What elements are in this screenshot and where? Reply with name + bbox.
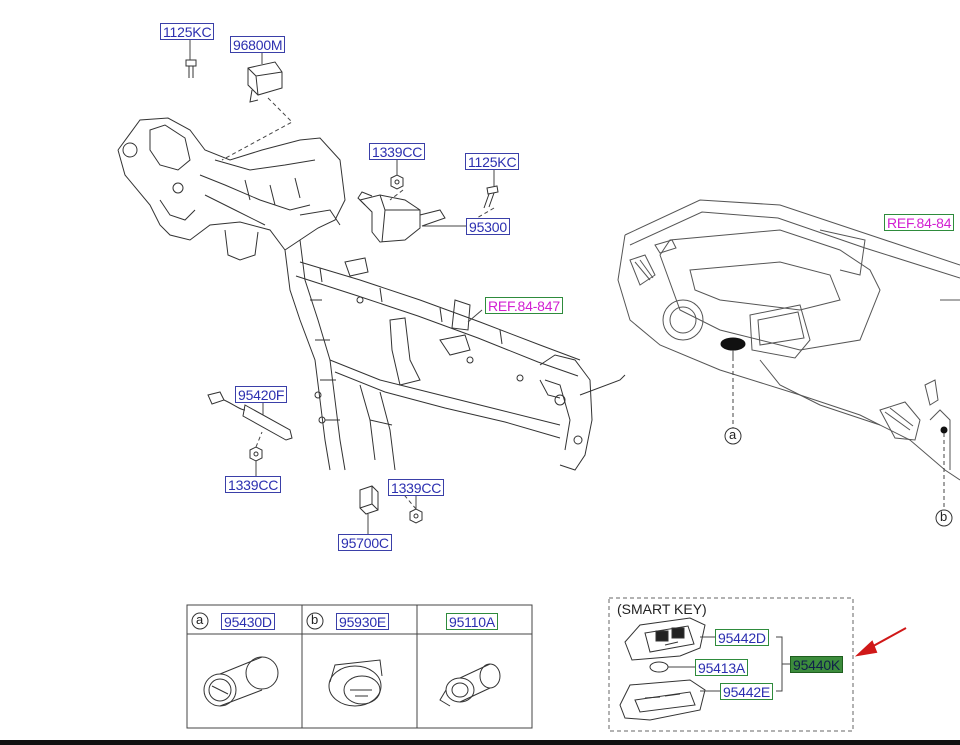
dashboard-illustration (617, 199, 960, 481)
switch-location (940, 426, 948, 434)
label-1339cc-upper: 1339CC (369, 143, 426, 160)
bolt-1125kc-top (185, 59, 197, 78)
callout-a-letter: a (729, 427, 737, 442)
nut-1339cc-left (249, 446, 263, 462)
table-key-b-circle (306, 612, 324, 630)
callout-lines (732, 350, 945, 510)
leader-lines (189, 40, 495, 534)
label-1339cc-lower: 1339CC (388, 479, 445, 496)
label-ref-84-847: REF.84-847 (485, 297, 563, 314)
smart-key-part-95442e: 95442E (720, 683, 774, 700)
smart-key-battery (649, 661, 669, 673)
label-95300: 95300 (466, 218, 510, 235)
parts-table-grid (186, 604, 533, 729)
module-96800m (247, 61, 283, 103)
table-part-95110a: 95110A (446, 613, 499, 630)
start-button-location (720, 337, 746, 351)
relay-95700c (359, 485, 379, 515)
table-part-95430d: 95430D (221, 613, 275, 630)
bolt-1125kc-right (483, 185, 499, 209)
smart-key-cover (619, 679, 706, 721)
switch-95930e (328, 659, 383, 707)
smart-key-part-95442d: 95442D (715, 629, 769, 646)
smart-key-leaders (668, 636, 790, 692)
bottom-bar (0, 740, 960, 745)
table-key-a: a (196, 612, 204, 627)
label-1125kc-top: 1125KC (160, 23, 215, 40)
callout-b-circle (935, 509, 953, 527)
red-arrow (854, 627, 907, 657)
smart-key-fob (624, 617, 706, 661)
label-95700c: 95700C (338, 534, 392, 551)
table-part-95930e: 95930E (336, 613, 390, 630)
smart-key-title: (SMART KEY) (617, 601, 707, 617)
smart-key-part-95413a: 95413A (695, 659, 749, 676)
table-key-b: b (311, 612, 319, 627)
label-ref-84-84-dashboard: REF.84-84 (884, 214, 955, 231)
sensor-95420f (207, 391, 293, 441)
label-96800m: 96800M (230, 36, 286, 53)
label-1125kc-right: 1125KC (465, 153, 520, 170)
nut-1339cc-upper (390, 174, 404, 190)
switch-95430d (203, 656, 279, 707)
callout-b-letter: b (940, 509, 948, 524)
callout-a-circle (724, 427, 742, 445)
nut-1339cc-lower (409, 508, 423, 524)
smart-key-assembly-95440k[interactable]: 95440K (790, 656, 844, 673)
module-95300 (357, 191, 446, 243)
table-key-a-circle (191, 612, 209, 630)
smart-key-box (608, 597, 854, 732)
cowl-cross-bar (117, 117, 626, 471)
label-1339cc-left: 1339CC (225, 476, 282, 493)
label-95420f: 95420F (235, 386, 288, 403)
socket-95110a (439, 663, 501, 707)
